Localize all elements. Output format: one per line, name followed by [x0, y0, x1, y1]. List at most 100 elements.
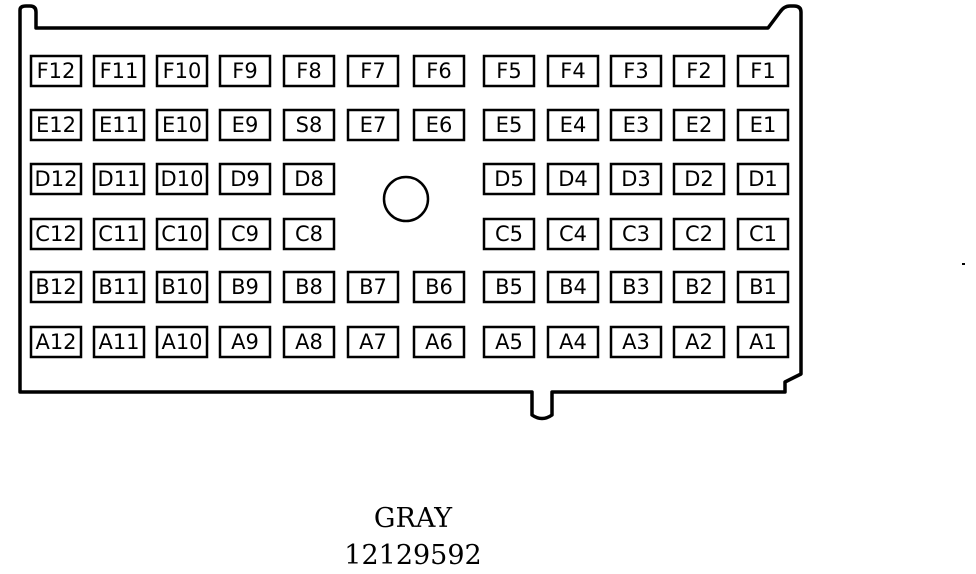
pin-box — [482, 162, 536, 196]
pin-label: D1 — [748, 167, 778, 191]
pin-label: S8 — [296, 113, 323, 137]
pin-box — [609, 270, 663, 304]
pin-label: D9 — [230, 167, 260, 191]
pin-label: C4 — [559, 222, 587, 246]
pin-label: C8 — [295, 222, 323, 246]
pin-box — [218, 108, 272, 142]
pin-box — [412, 108, 466, 142]
pin-label: D5 — [494, 167, 524, 191]
pin-label: F1 — [750, 59, 775, 83]
pin-box — [482, 270, 536, 304]
pin-label: D2 — [684, 167, 714, 191]
pin-label: C10 — [161, 222, 202, 246]
pin-box — [155, 325, 209, 359]
pin-box — [155, 162, 209, 196]
pin-box — [736, 325, 790, 359]
pin-label: B11 — [98, 275, 139, 299]
pin-label: D10 — [161, 167, 204, 191]
pin-box — [672, 325, 726, 359]
pin-label: C5 — [495, 222, 523, 246]
pin-box — [29, 325, 83, 359]
pin-box — [282, 325, 336, 359]
edge-mark — [962, 263, 965, 265]
pin-box — [29, 270, 83, 304]
pin-label: F11 — [100, 59, 139, 83]
pin-box — [218, 270, 272, 304]
pin-label: A4 — [559, 330, 587, 354]
pin-label: C2 — [685, 222, 713, 246]
pin-box — [282, 108, 336, 142]
pin-label: E6 — [426, 113, 453, 137]
pin-label: F3 — [623, 59, 648, 83]
pin-box — [546, 108, 600, 142]
center-hole — [382, 175, 430, 223]
pin-label: A3 — [622, 330, 650, 354]
pin-box — [736, 54, 790, 88]
pin-box — [92, 325, 146, 359]
pin-label: D8 — [294, 167, 324, 191]
pin-box — [29, 108, 83, 142]
connector-housing — [18, 4, 803, 421]
pin-label: E4 — [560, 113, 587, 137]
pin-box — [482, 217, 536, 251]
pin-box — [346, 325, 400, 359]
pin-box — [546, 325, 600, 359]
pin-box — [92, 217, 146, 251]
pin-box — [282, 270, 336, 304]
pin-label: B1 — [749, 275, 777, 299]
pin-box — [92, 270, 146, 304]
pin-box — [672, 270, 726, 304]
pin-label: B10 — [161, 275, 202, 299]
pin-label: A7 — [359, 330, 387, 354]
pin-label: A11 — [98, 330, 139, 354]
part-number-label: 12129592 — [344, 540, 482, 571]
pin-box — [609, 108, 663, 142]
pin-label: F5 — [496, 59, 521, 83]
pin-box — [412, 325, 466, 359]
pin-label: E11 — [99, 113, 139, 137]
pin-label: C1 — [749, 222, 777, 246]
pin-label: A5 — [495, 330, 523, 354]
pin-label: B12 — [35, 275, 76, 299]
pin-label: C12 — [35, 222, 76, 246]
pin-box — [546, 217, 600, 251]
pin-label: E2 — [686, 113, 713, 137]
pin-label: B6 — [425, 275, 453, 299]
pin-box — [346, 54, 400, 88]
pin-box — [92, 162, 146, 196]
pin-box — [29, 54, 83, 88]
pin-label: F4 — [560, 59, 585, 83]
pin-box — [282, 162, 336, 196]
pin-label: A8 — [295, 330, 323, 354]
pin-box — [346, 108, 400, 142]
pin-label: E12 — [36, 113, 76, 137]
pin-label: A9 — [231, 330, 259, 354]
pin-label: A12 — [35, 330, 76, 354]
pin-label: E10 — [162, 113, 202, 137]
pin-box — [92, 54, 146, 88]
pin-box — [609, 162, 663, 196]
pin-label: A1 — [749, 330, 777, 354]
pin-box — [482, 54, 536, 88]
pin-label: E9 — [232, 113, 259, 137]
pin-label: F6 — [426, 59, 451, 83]
pin-box — [218, 162, 272, 196]
pin-box — [609, 217, 663, 251]
pin-box — [218, 217, 272, 251]
pin-box — [482, 325, 536, 359]
pin-label: F8 — [296, 59, 321, 83]
pin-label: B8 — [295, 275, 323, 299]
pin-box — [546, 270, 600, 304]
pin-label: C3 — [622, 222, 650, 246]
pin-box — [92, 108, 146, 142]
pin-label: B3 — [622, 275, 650, 299]
pin-box — [218, 325, 272, 359]
pin-label: E7 — [360, 113, 387, 137]
pin-label: A6 — [425, 330, 453, 354]
pin-label: B9 — [231, 275, 259, 299]
pin-box — [546, 162, 600, 196]
pin-box — [155, 108, 209, 142]
pin-box — [672, 54, 726, 88]
